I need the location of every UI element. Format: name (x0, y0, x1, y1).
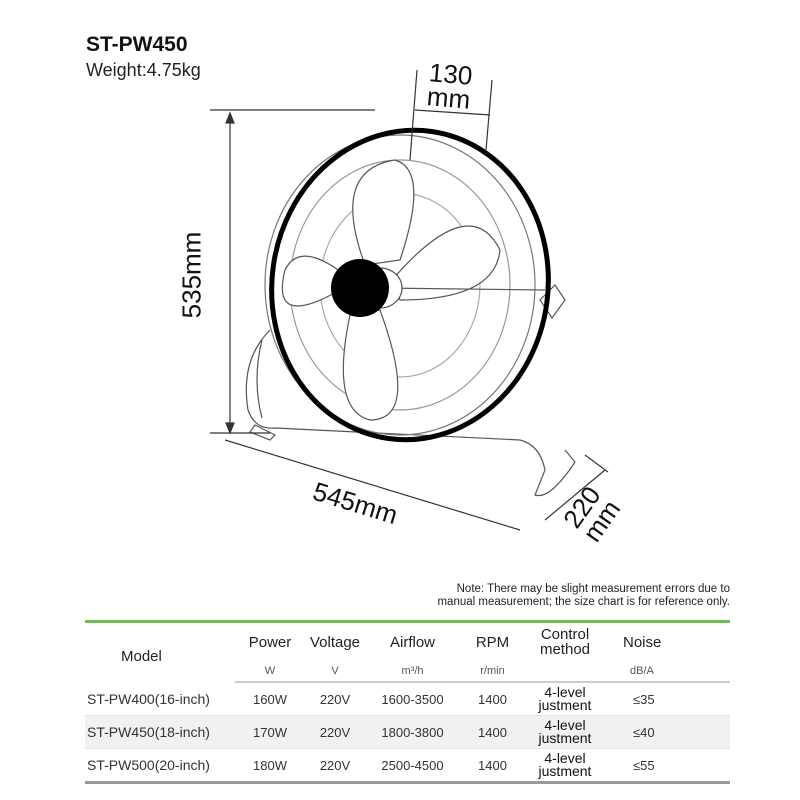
cell-rpm: 1400 (460, 715, 525, 749)
cell-rpm: 1400 (460, 748, 525, 784)
unit-control (525, 661, 605, 683)
height-dimension-label: 535mm (176, 231, 207, 319)
cell-noise: ≤55 (605, 748, 730, 784)
table-row: ST-PW500(20-inch) 180W 220V 2500-4500 14… (85, 748, 730, 784)
tilt-dimension-label: 130 mm (425, 57, 474, 115)
cell-control-line1: 4-level (544, 750, 586, 766)
unit-power: W (235, 661, 305, 683)
cell-airflow: 1600-3500 (365, 682, 460, 716)
dimension-lines (210, 69, 609, 531)
header-airflow: Airflow (389, 633, 435, 651)
unit-airflow: m³/h (365, 661, 460, 683)
unit-noise: dB/A (605, 661, 730, 683)
table-top-divider (85, 620, 730, 623)
cell-power: 180W (235, 748, 305, 784)
header-rpm: RPM (475, 633, 510, 651)
cell-voltage: 220V (305, 682, 365, 716)
cell-control-line2: justment (538, 763, 592, 779)
cell-model: ST-PW500(20-inch) (85, 748, 235, 784)
fan-dimension-drawing (210, 69, 609, 531)
note-line-1: Note: There may be slight measurement er… (456, 583, 730, 595)
cell-control-line2: justment (538, 730, 592, 746)
header-model: Model (121, 648, 162, 665)
table-units-row: W V m³/h r/min dB/A (85, 661, 730, 683)
product-weight: Weight:4.75kg (86, 60, 201, 80)
header-control-line1: Control (540, 626, 590, 643)
fan-guard-ring (269, 127, 551, 443)
cell-voltage: 220V (305, 715, 365, 749)
header-control-line2: method (539, 641, 591, 658)
cell-model: ST-PW450(18-inch) (85, 715, 235, 749)
table-row: ST-PW400(16-inch) 160W 220V 1600-3500 14… (85, 682, 730, 716)
header-voltage: Voltage (309, 633, 361, 651)
product-title: ST-PW450 (86, 33, 188, 56)
fan-hub (331, 259, 389, 317)
cell-power: 170W (235, 715, 305, 749)
header-power: Power (248, 633, 292, 651)
cell-noise: ≤35 (605, 682, 730, 716)
unit-rpm: r/min (460, 661, 525, 683)
measurement-note: Note: There may be slight measurement er… (437, 583, 730, 609)
cell-noise: ≤40 (605, 715, 730, 749)
cell-airflow: 2500-4500 (365, 748, 460, 784)
cell-airflow: 1800-3800 (365, 715, 460, 749)
note-line-2: manual measurement; the size chart is fo… (437, 596, 730, 608)
tilt-unit: mm (425, 81, 472, 115)
table-row: ST-PW450(18-inch) 170W 220V 1800-3800 14… (85, 715, 730, 749)
cell-model: ST-PW400(16-inch) (85, 682, 235, 716)
header-noise: Noise (623, 633, 662, 651)
unit-voltage: V (305, 661, 365, 683)
cell-voltage: 220V (305, 748, 365, 784)
cell-control-line1: 4-level (544, 684, 586, 700)
cell-power: 160W (235, 682, 305, 716)
cell-control-line1: 4-level (544, 717, 586, 733)
cell-control-line2: justment (538, 697, 592, 713)
cell-rpm: 1400 (460, 682, 525, 716)
